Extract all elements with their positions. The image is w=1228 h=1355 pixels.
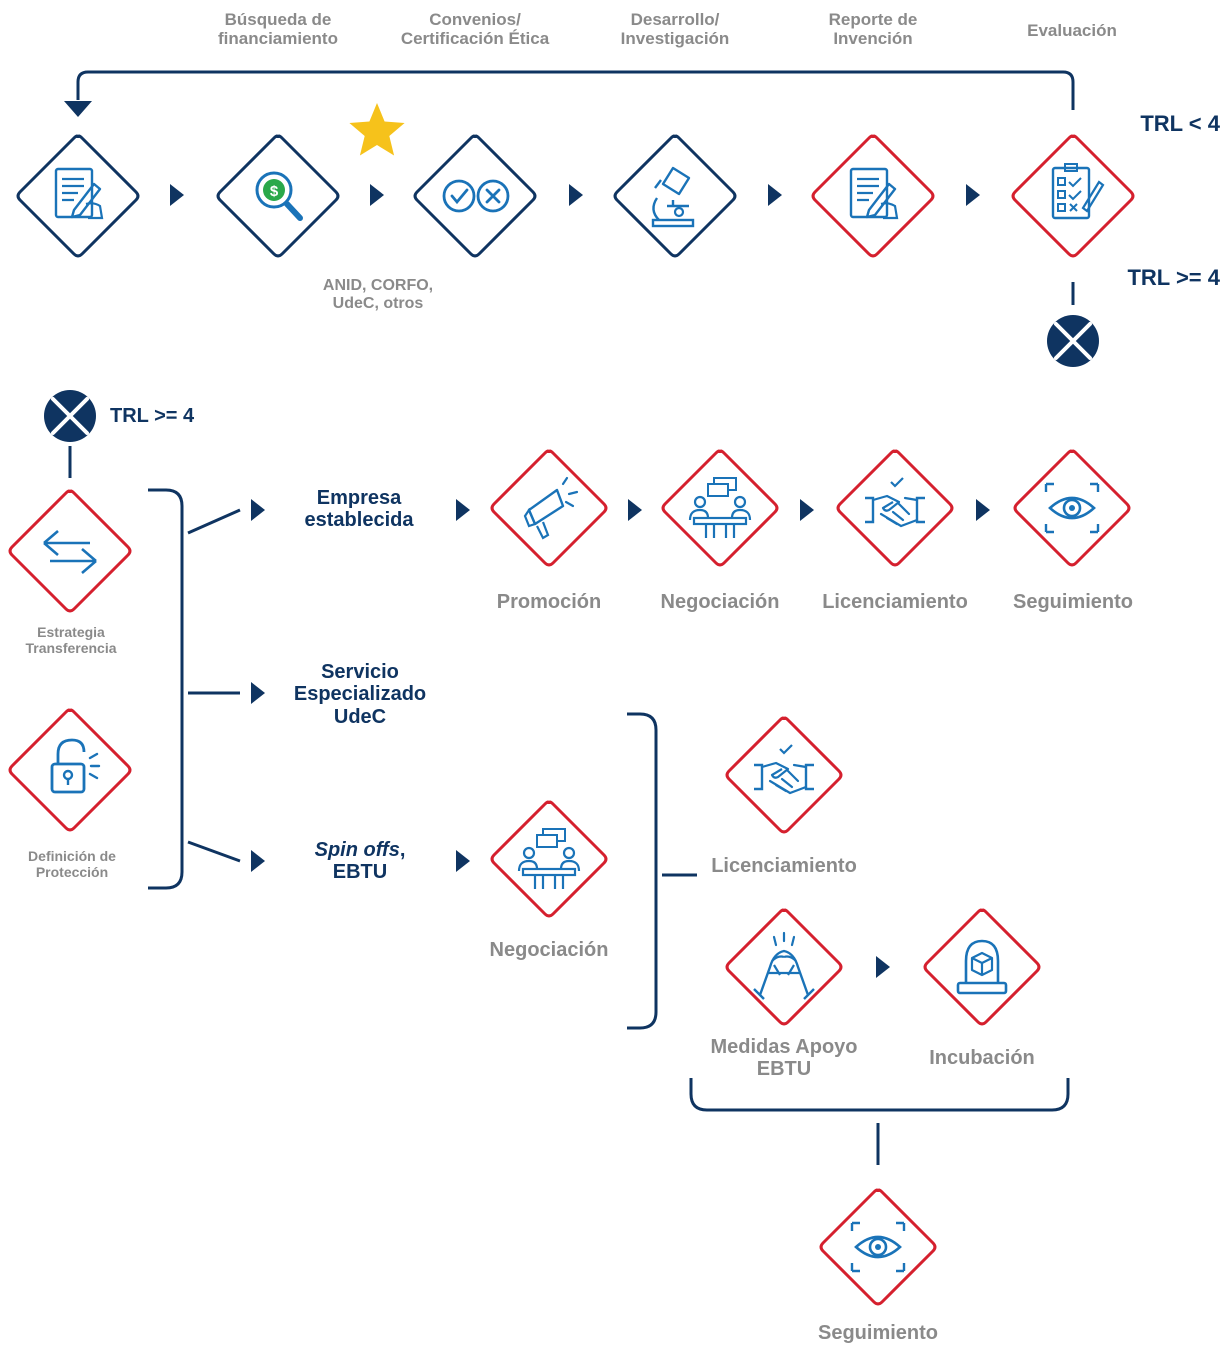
- branch-line-spinoff: [187, 840, 241, 863]
- node-monitoring: [1013, 449, 1131, 567]
- route-label-spinoff: Spin offs, EBTU: [270, 839, 450, 884]
- stage-label-invention-report: Reporte de Invención: [828, 10, 918, 49]
- route-label-empresa: Empresa establecida: [304, 487, 414, 532]
- flow-arrow: [251, 499, 265, 521]
- node-incubation: [923, 908, 1041, 1026]
- feedback-loop-line: [76, 70, 1075, 110]
- flow-arrow: [628, 499, 642, 521]
- close-circle-icon: [1045, 313, 1101, 369]
- flow-arrow: [170, 184, 184, 206]
- stage-node-agreements: [413, 134, 537, 258]
- stage-node-invention-report: [811, 134, 935, 258]
- flow-arrow: [456, 850, 470, 872]
- stage-node-research: [613, 134, 737, 258]
- incubation-label: Incubación: [929, 1047, 1035, 1069]
- star-icon: [349, 103, 405, 156]
- bottom-bracket: [689, 1078, 1070, 1112]
- route-label-spinoff-italic: Spin offs: [314, 839, 400, 861]
- node-protection-definition: [8, 708, 132, 832]
- node-negotiation: [661, 449, 779, 567]
- close-circle-icon: [42, 388, 98, 444]
- node-transfer-strategy: [8, 489, 132, 613]
- node-label-transfer-strategy: Estrategia Transferencia: [25, 624, 117, 656]
- flow-arrow: [370, 184, 384, 206]
- flow-arrow: [251, 682, 265, 704]
- stage-label-agreements: Convenios/ Certificación Ética: [400, 10, 550, 49]
- final-monitoring-label: Seguimiento: [817, 1322, 938, 1344]
- stage-node-idea: [16, 134, 140, 258]
- branch-line-empresa: [187, 508, 241, 535]
- step-label-negotiation: Negociación: [660, 591, 780, 613]
- flow-arrow: [569, 184, 583, 206]
- spinoff-negotiation-label: Negociación: [489, 939, 609, 961]
- node-support-measures: [725, 908, 843, 1026]
- trl-high-label: TRL >= 4: [1127, 265, 1220, 290]
- step-label-monitoring: Seguimiento: [1012, 591, 1133, 613]
- step-label-licensing: Licenciamiento: [822, 591, 968, 613]
- trl-high-left-label: TRL >= 4: [110, 405, 195, 427]
- flow-arrow: [966, 184, 980, 206]
- node-label-protection: Definición de Protección: [28, 848, 116, 880]
- stage-label-research: Desarrollo/ Investigación: [620, 10, 730, 49]
- stage-node-funding: [216, 134, 340, 258]
- flow-arrow: [768, 184, 782, 206]
- stage-label-evaluation: Evaluación: [1027, 21, 1117, 40]
- route-label-servicio: Servicio Especializado UdeC: [293, 661, 427, 728]
- flow-arrow: [456, 499, 470, 521]
- stage-label-funding: Búsqueda de financiamiento: [218, 10, 338, 49]
- spinoff-licensing-label: Licenciamiento: [711, 855, 857, 877]
- flow-arrow: [251, 850, 265, 872]
- node-final-monitoring: [819, 1188, 937, 1306]
- node-spinoff-licensing: [725, 716, 843, 834]
- stage-node-evaluation: [1011, 134, 1135, 258]
- flow-arrow: [876, 956, 890, 978]
- node-promotion: [490, 449, 608, 567]
- flow-arrow: [800, 499, 814, 521]
- node-licensing: [836, 449, 954, 567]
- step-label-promotion: Promoción: [496, 591, 602, 613]
- flow-arrow: [976, 499, 990, 521]
- left-bracket: [148, 488, 184, 890]
- trl-low-label: TRL < 4: [1140, 111, 1220, 136]
- funding-sources-label: ANID, CORFO, UdeC, otros: [322, 277, 434, 312]
- node-spinoff-negotiation: [490, 800, 608, 918]
- feedback-loop-arrowhead: [64, 101, 92, 117]
- support-measures-label: Medidas Apoyo EBTU: [710, 1036, 858, 1081]
- right-bracket: [627, 712, 658, 1030]
- route-label-spinoff-rest: , EBTU: [332, 839, 406, 884]
